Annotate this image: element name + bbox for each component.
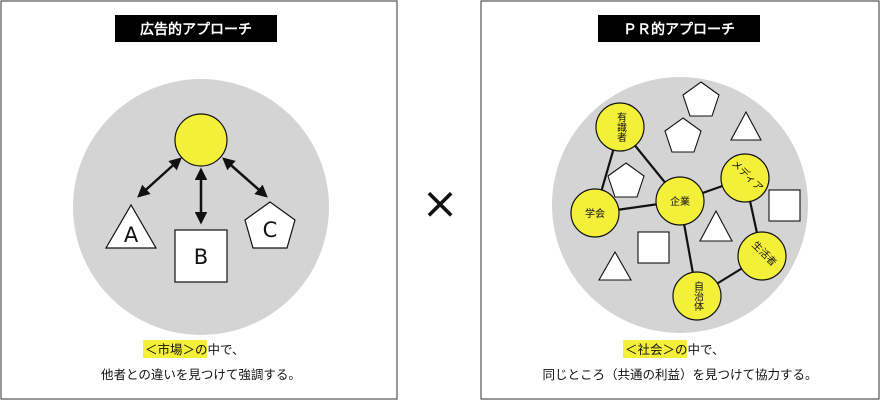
right-caption-highlight: ＜社会＞	[625, 342, 675, 357]
right-title-bg	[598, 15, 760, 42]
left-panel: 広告的アプローチ A B C ＜市場＞の中で、 他者との違いを見つけて強調する。	[0, 0, 398, 400]
square-shape	[637, 231, 670, 264]
node-media: メディア	[720, 153, 770, 203]
left-caption-highlight: ＜市場＞	[145, 342, 195, 357]
triangle-shape	[730, 110, 762, 141]
multiply-symbol: ×	[422, 178, 459, 229]
square-shape	[768, 189, 801, 222]
node-experts: 有識者	[595, 102, 645, 152]
triangle-shape	[699, 209, 733, 242]
right-caption-rest: の中で、	[675, 342, 725, 357]
pentagon-shape	[607, 162, 645, 198]
pentagon-c	[244, 201, 296, 249]
pentagon-shape	[664, 117, 702, 153]
triangle-a-label: A	[124, 223, 139, 247]
arrow-to-c	[222, 157, 268, 198]
left-caption-highlight-bg	[143, 340, 207, 358]
node-municipality-label: 自治体	[692, 280, 704, 312]
left-caption-line2: 他者との違いを見つけて強調する。	[101, 367, 301, 382]
node-academia: 学会	[570, 188, 620, 238]
triangle-shape	[598, 250, 632, 281]
left-title-bg	[115, 15, 277, 42]
left-title: 広告的アプローチ	[140, 21, 252, 38]
self-circle	[174, 113, 228, 167]
left-caption-rest: の中で、	[195, 342, 245, 357]
node-municipality: 自治体	[672, 271, 722, 321]
square-b	[174, 229, 228, 283]
triangle-a	[104, 203, 158, 249]
square-b-label: B	[194, 245, 208, 269]
arrow-to-a	[137, 157, 182, 198]
pentagon-c-label: C	[263, 218, 278, 242]
right-caption-line1: ＜社会＞の中で、	[625, 342, 725, 357]
node-company: 企業	[655, 176, 705, 226]
node-company-label: 企業	[670, 195, 690, 208]
right-caption-highlight-bg	[623, 340, 687, 358]
left-caption-line1: ＜市場＞の中で、	[145, 342, 245, 357]
pentagon-shape	[682, 81, 720, 117]
node-consumers: 生活者	[737, 231, 787, 281]
right-caption-line2: 同じところ（共通の利益）を見つけて協力する。	[542, 367, 817, 382]
right-title: ＰＲ的アプローチ	[623, 21, 735, 38]
node-experts-label: 有識者	[615, 111, 627, 143]
node-academia-label: 学会	[585, 207, 605, 220]
right-panel: ＰＲ的アプローチ 有識者 学会	[480, 0, 880, 400]
